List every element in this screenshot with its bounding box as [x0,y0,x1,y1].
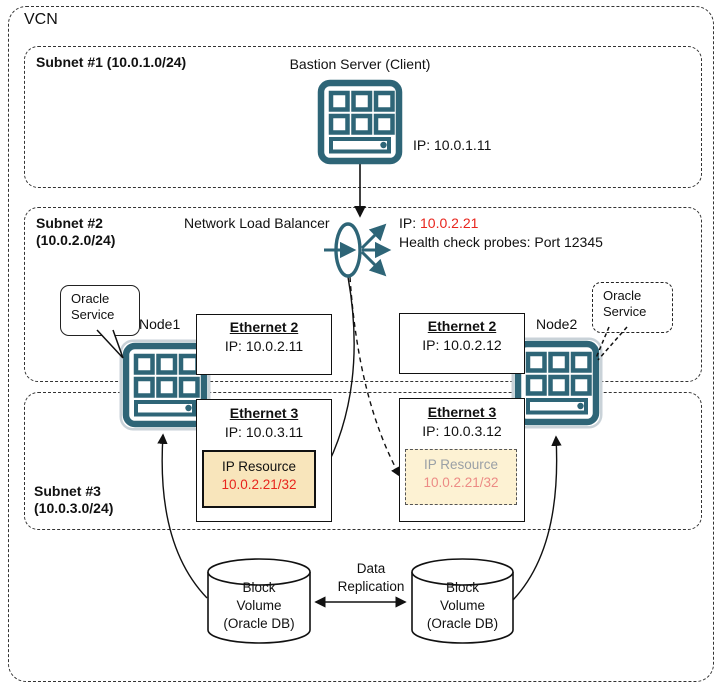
nlb-ip: IP: 10.0.2.21 [399,215,479,231]
subnet2-label: Subnet #2 (10.0.2.0/24) [36,215,116,248]
node1-ethernet2-ip: IP: 10.0.2.11 [224,338,304,354]
arrow-volume-to-node2 [512,435,562,601]
node2-ip-resource-box: IP Resource 10.0.2.21/32 [405,449,517,505]
vcn-label: VCN [24,11,58,28]
subnet3-label: Subnet #3 (10.0.3.0/24) [34,483,114,516]
vcn-boundary [8,6,714,682]
node1-server-icon [122,342,208,428]
node2-ethernet2-title: Ethernet 2 [427,318,497,334]
subnet1-boundary [24,46,702,188]
block-volume-right-label: Block Volume (Oracle DB) [426,580,499,631]
node1-oracle-service-callout: Oracle Service [60,285,140,336]
node1-ethernet3-title: Ethernet 3 [229,405,299,421]
nlb-health-check: Health check probes: Port 12345 [399,234,603,250]
arrow-nlb-to-node2-ip-resource [349,276,401,478]
node2-ethernet2-box: Ethernet 2 IP: 10.0.2.12 [399,313,525,374]
block-volume-left-icon [207,558,311,644]
node2-ethernet3-ip: IP: 10.0.3.12 [422,423,502,439]
subnet3-boundary [24,392,702,530]
node2-label: Node2 [536,316,578,332]
node1-ethernet3-box: Ethernet 3 IP: 10.0.3.11 IP Resource 10.… [196,399,332,522]
bastion-server-icon [317,79,403,165]
node2-ethernet3-title: Ethernet 3 [427,404,497,420]
load-balancer-icon [320,214,400,288]
node2-ethernet2-ip: IP: 10.0.2.12 [422,337,502,353]
data-replication-label: Data Replication [337,561,405,594]
node1-ethernet2-box: Ethernet 2 IP: 10.0.2.11 [196,314,332,375]
bastion-label: Bastion Server (Client) [289,56,431,72]
node2-callout-tail [595,326,628,361]
node2-server-icon [514,340,600,426]
arrow-volume-to-node1 [157,433,208,599]
node2-ethernet3-box: Ethernet 3 IP: 10.0.3.12 IP Resource 10.… [399,398,525,522]
block-volume-left-label: Block Volume (Oracle DB) [223,580,295,631]
bastion-ip: IP: 10.0.1.11 [413,137,492,153]
node2-oracle-service-callout: Oracle Service [592,282,673,333]
node1-callout-tail [96,329,124,359]
node1-ip-resource-box: IP Resource 10.0.2.21/32 [202,450,316,508]
node1-ethernet3-ip: IP: 10.0.3.11 [224,424,304,440]
node1-ethernet2-title: Ethernet 2 [229,319,299,335]
subnet1-label: Subnet #1 (10.0.1.0/24) [36,54,187,70]
node1-label: Node1 [139,316,181,332]
nlb-label: Network Load Balancer [184,215,330,231]
block-volume-right-icon [411,558,514,644]
